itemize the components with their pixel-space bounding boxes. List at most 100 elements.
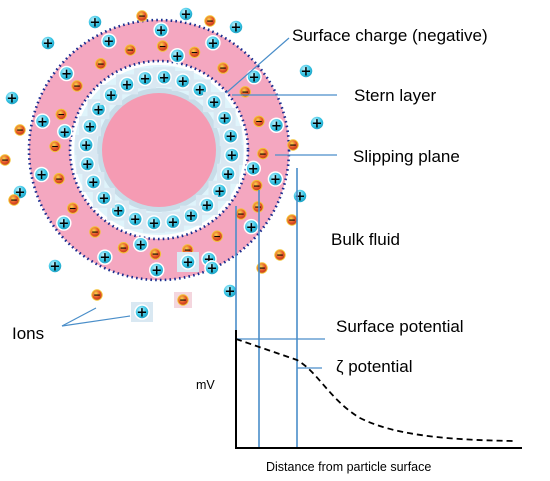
cation-sign: + (7, 92, 18, 107)
anion-ion: − (8, 194, 20, 206)
cation-sign: + (201, 199, 212, 214)
anion-sign: − (57, 111, 65, 121)
cation-ion: + (246, 69, 262, 85)
cation-sign: + (61, 67, 72, 82)
anion-ion: − (239, 86, 251, 98)
cation-ion: + (142, 212, 165, 233)
cation-ion: + (205, 35, 221, 51)
cation-sign: + (181, 8, 192, 23)
cation-ion: + (208, 180, 231, 201)
y-axis-label: mV (196, 378, 215, 392)
anion-sign: − (288, 216, 296, 226)
labels: Surface charge (negative) Stern layer Sl… (12, 26, 488, 474)
cation-ion: + (267, 171, 284, 188)
cation-sign: + (246, 220, 257, 235)
cation-ion: + (292, 188, 308, 205)
anion-sign: − (127, 46, 135, 56)
ions-leader-2 (61, 315, 131, 327)
cation-ion: + (82, 172, 105, 193)
cation-sign: + (130, 213, 141, 228)
cation-sign: + (207, 262, 218, 277)
ions-leader-1 (61, 307, 97, 327)
anion-ion: − (71, 80, 83, 92)
cation-ion: + (78, 116, 101, 137)
anion-sign: − (289, 141, 297, 151)
cation-ion: + (34, 113, 51, 130)
cation-ion: + (148, 262, 165, 279)
anion-sign: − (191, 48, 199, 58)
anion-sign: − (97, 60, 105, 70)
cation-ion: + (219, 126, 242, 147)
anion-ion: − (53, 172, 65, 185)
anion-sign: − (241, 88, 249, 98)
cation-ion: + (33, 166, 50, 183)
anion-sign: − (10, 196, 18, 206)
anion-sign: − (51, 143, 59, 153)
anion-ion: − (235, 208, 247, 220)
anion-ion: − (91, 289, 103, 301)
cation-sign: + (248, 162, 259, 177)
cation-ion: + (217, 163, 240, 184)
cation-sign: + (106, 89, 117, 104)
cation-sign: + (135, 238, 146, 253)
particle-core (102, 93, 216, 207)
cation-ion: + (92, 187, 115, 208)
cation-sign: + (90, 16, 101, 31)
outer-dotted-boundary (27, 18, 291, 282)
cation-ion: + (204, 260, 220, 277)
cation-sign: + (156, 24, 167, 39)
cation-sign: + (98, 191, 109, 206)
anion-ion: − (252, 201, 264, 213)
anion-sign: − (16, 126, 24, 136)
anion-sign: − (237, 210, 245, 220)
cation-sign: + (295, 190, 306, 205)
cation-sign: + (37, 115, 48, 130)
cation-ion: + (97, 249, 113, 266)
anion-sign: − (254, 203, 262, 213)
bulk-fluid-label: Bulk fluid (331, 230, 400, 249)
cation-sign: + (88, 176, 99, 191)
cation-sign: + (122, 78, 133, 93)
cation-ion: + (47, 258, 63, 275)
anion-sign: − (1, 156, 9, 166)
anion-ion: − (204, 15, 216, 27)
cation-ion: + (178, 6, 194, 23)
cation-ion: + (57, 123, 73, 140)
cation-ion: + (220, 145, 243, 166)
anion-sign: − (219, 64, 227, 74)
cation-sign: + (103, 35, 114, 50)
cation-sign: + (186, 209, 197, 224)
cation-sign: + (159, 71, 170, 86)
slipping-plane-label: Slipping plane (353, 147, 460, 166)
anion-sign: − (55, 175, 63, 185)
cation-sign: + (231, 21, 242, 36)
cation-sign: + (214, 184, 225, 199)
anion-ion: − (188, 46, 201, 58)
cation-sign: + (301, 65, 312, 80)
cation-sign: + (85, 120, 96, 135)
cation-sign: + (207, 36, 218, 51)
anion-sign: − (69, 204, 77, 214)
cation-sign: + (50, 260, 61, 275)
cation-ion: + (56, 215, 72, 232)
cation-sign: + (36, 168, 47, 183)
anion-ion: − (217, 62, 229, 74)
cation-ion: + (40, 35, 56, 52)
cation-ion: + (76, 153, 99, 174)
anion-sign: − (73, 82, 81, 92)
cation-sign: + (183, 256, 194, 271)
cation-ion: + (180, 205, 203, 226)
cation-sign: + (113, 204, 124, 219)
anion-ion: − (14, 124, 26, 136)
anion-ion: − (49, 140, 61, 153)
anion-ion: − (149, 248, 162, 260)
leader-lines (61, 37, 337, 369)
cation-ion: + (124, 209, 147, 230)
cation-ion: + (101, 33, 117, 50)
ions-label: Ions (12, 324, 44, 343)
anion-sign: − (213, 232, 221, 242)
cation-sign: + (223, 167, 234, 182)
ions-layer: ++++++++++++++++++++++++−−−−−−−−−−−−−−−−… (0, 6, 325, 322)
cation-sign: + (43, 37, 54, 52)
cation-ion: + (309, 115, 325, 132)
